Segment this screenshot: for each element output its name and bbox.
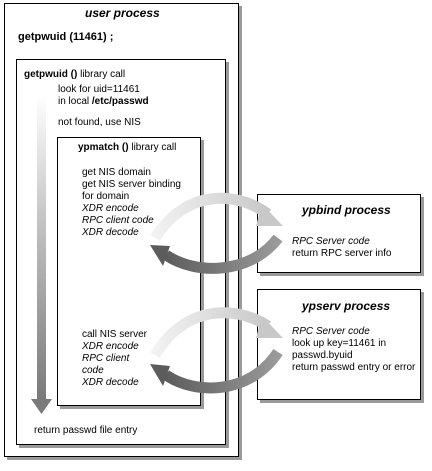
ypmatch-fn-name: ypmatch () bbox=[78, 142, 129, 153]
ypmatch-line: XDR decode bbox=[82, 377, 139, 388]
getpwuid-title-rest: library call bbox=[77, 69, 126, 80]
getpwuid-line-use-nis: not found, use NIS bbox=[58, 117, 141, 128]
ypbind-line-return: return RPC server info bbox=[292, 248, 392, 259]
ypbind-request-arrow bbox=[150, 192, 283, 242]
flow-down-arrow bbox=[31, 95, 52, 414]
ypbind-reply-arrow bbox=[150, 234, 283, 274]
ypbind-line-rpc: RPC Server code bbox=[292, 236, 370, 247]
ypmatch-box bbox=[57, 137, 201, 406]
ypserv-title: ypserv process bbox=[302, 299, 391, 313]
ypserv-line-map: passwd.byuid bbox=[292, 350, 353, 361]
ypmatch-line: RPC client code bbox=[82, 215, 154, 226]
getpwuid-call: getpwuid (11461) ; bbox=[18, 31, 114, 43]
ypbind-box bbox=[257, 194, 421, 273]
getpwuid-box-title: getpwuid () library call bbox=[24, 69, 125, 81]
getpwuid-fn-name: getpwuid () bbox=[24, 69, 78, 80]
ypserv-request-arrow bbox=[150, 307, 283, 358]
ypserv-reply-arrow bbox=[150, 348, 283, 394]
ypserv-line-return: return passwd entry or error bbox=[292, 362, 416, 373]
ypmatch-box-title: ypmatch () library call bbox=[78, 142, 176, 154]
ypmatch-title-rest: library call bbox=[128, 142, 177, 153]
getpwuid-line-local: in local /etc/passwd bbox=[58, 96, 149, 108]
ypmatch-line: get NIS server binding bbox=[82, 179, 181, 190]
getpwuid-footer: return passwd file entry bbox=[34, 425, 138, 436]
ypbind-title: ypbind process bbox=[302, 203, 391, 217]
ypmatch-line: XDR encode bbox=[82, 203, 139, 214]
ypmatch-line: XDR encode bbox=[82, 341, 139, 352]
ypserv-line-rpc: RPC Server code bbox=[292, 326, 370, 337]
ypmatch-line: for domain bbox=[82, 191, 130, 202]
ypserv-line-lookup: look up key=11461 in bbox=[292, 338, 387, 349]
ypmatch-line: RPC client bbox=[82, 353, 130, 364]
etc-passwd-file: /etc/passwd bbox=[91, 96, 149, 107]
ypserv-box bbox=[257, 289, 421, 400]
ypmatch-line: get NIS domain bbox=[82, 167, 151, 178]
user-process-title: user process bbox=[85, 6, 160, 20]
getpwuid-line-lookup: look for uid=11461 bbox=[58, 84, 140, 95]
ypmatch-line-call: call NIS server bbox=[82, 329, 148, 340]
getpwuid-local-prefix: in local bbox=[58, 96, 92, 107]
ypmatch-line: code bbox=[82, 365, 104, 376]
ypmatch-line: XDR decode bbox=[82, 227, 139, 238]
